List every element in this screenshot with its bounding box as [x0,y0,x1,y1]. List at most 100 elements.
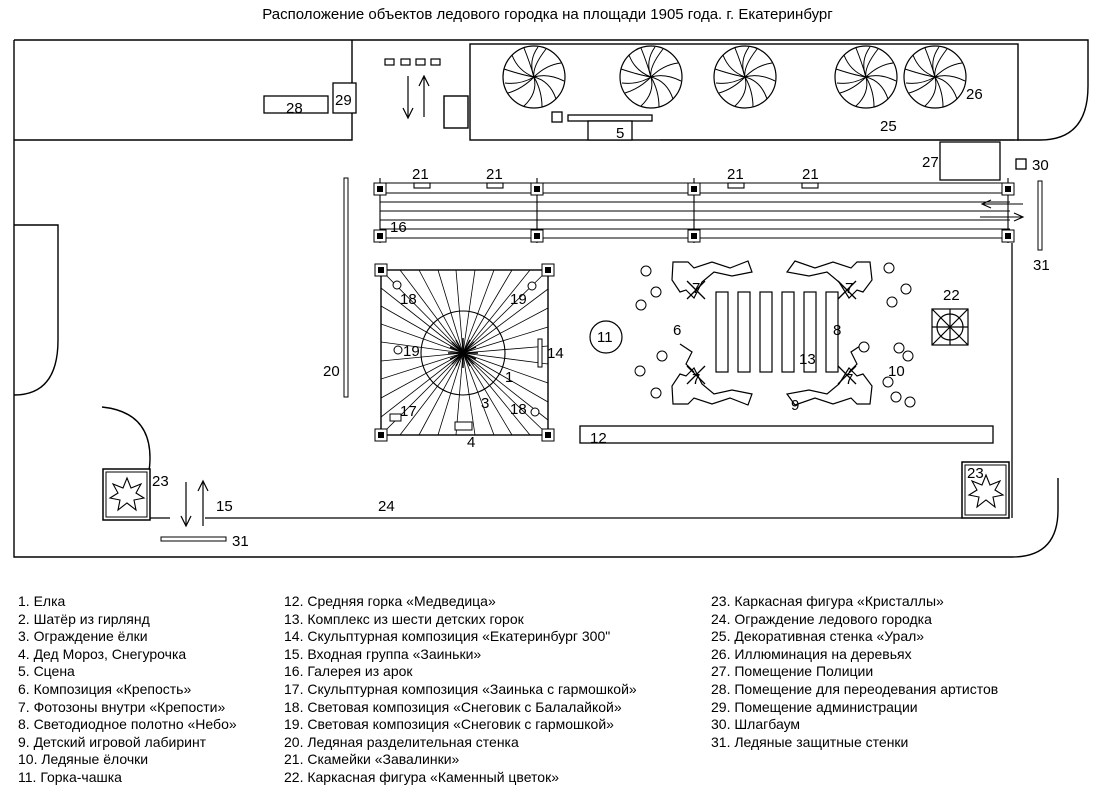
building-27 [939,141,1001,181]
marker-21-a: 21 [412,166,429,183]
fortress-walls [671,260,873,406]
tree-center-star [448,338,478,368]
decorative-wall-ural [443,43,1019,141]
marker-4: 4 [467,434,475,451]
legend-item: 28. Помещение для переодевания артистов [711,680,999,697]
legend-item: 1. Елка [18,593,66,609]
crystals-left [102,468,151,521]
tree-enclosure [380,269,549,436]
marker-11: 11 [597,329,613,346]
marker-31-bottom: 31 [232,533,249,550]
buildings [263,82,1027,181]
marker-7-b: 7 [845,280,853,297]
legend-item: 15. Входная группа «Заиньки» [284,645,482,662]
marker-31-right: 31 [1033,257,1050,274]
marker-21-d: 21 [802,166,819,183]
benches-zavalinki [413,182,819,189]
legend-item: 30. Шлагбаум [711,716,801,733]
marker-23-left: 23 [152,473,169,490]
stone-flower-frame [931,308,969,346]
legend-item: 12. Средняя горка «Медведица» [284,593,496,609]
legend-item: 3. Ограждение ёлки [18,628,148,645]
marker-7-a: 7 [692,280,700,297]
marker-26: 26 [966,86,983,103]
legend-item: 26. Иллюминация на деревьях [711,645,912,662]
bottom-entry-arrows [180,479,209,528]
marker-25: 25 [880,118,897,135]
marker-15: 15 [216,498,233,515]
six-slides [715,291,839,373]
legend-item: 20. Ледяная разделительная стенка [284,733,519,750]
crystals-right [961,461,1010,519]
legend-item: 31. Ледяные защитные стенки [711,733,909,750]
building-29 [332,82,357,114]
marker-21-c: 21 [727,166,744,183]
medium-slide [579,425,994,444]
legend-item: 14. Скульптурная композиция «Екатеринбур… [284,628,611,645]
marker-7-d: 7 [845,371,853,388]
tree-illumination-icons [502,45,967,109]
legend-item: 21. Скамейки «Завалинки» [284,751,460,768]
marker-16: 16 [390,219,407,236]
building-28 [263,95,329,114]
marker-17: 17 [400,403,417,420]
marker-23-right: 23 [967,465,984,482]
marker-12: 12 [590,430,607,447]
marker-29: 29 [335,92,352,109]
marker-30: 30 [1032,157,1049,174]
marker-6: 6 [673,322,681,339]
legend-column-2: 12. Средняя горка «Медведица» 13. Компле… [284,593,637,787]
marker-24: 24 [378,498,395,515]
legend-item: 16. Галерея из арок [284,663,413,680]
tree-small-figures [389,280,543,431]
legend-item: 5. Сцена [18,663,75,680]
legend-item: 18. Световая композиция «Снеговик с Бала… [284,698,622,715]
marker-5: 5 [616,125,624,142]
ice-fir-trees [634,262,916,408]
ice-wall-31-right [1037,180,1043,251]
site-boundary [13,39,1089,558]
marker-19-a: 19 [510,291,527,308]
marker-14: 14 [547,345,564,362]
legend-item: 2. Шатёр из гирлянд [18,610,150,627]
legend-item: 27. Помещение Полиции [711,663,874,680]
legend-item: 10. Ледяные ёлочки [18,751,149,768]
legend-item: 22. Каркасная фигура «Каменный цветок» [284,768,559,785]
legend-item: 17. Скульптурная композиция «Заинька с г… [284,680,637,697]
marker-22: 22 [943,287,960,304]
marker-18-b: 18 [510,401,527,418]
diagram-title: Расположение объектов ледового городка н… [262,6,833,23]
left-building-outline [13,224,151,504]
legend-column-1: 1. Елка 2. Шатёр из гирлянд 3. Ограждени… [18,593,237,787]
legend-item: 24. Ограждение ледового городка [711,610,932,627]
legend-item: 25. Декоративная стенка «Урал» [711,628,925,645]
legend-item: 29. Помещение администрации [711,698,918,715]
legend-item: 8. Светодиодное полотно «Небо» [18,716,237,733]
slide-cup [589,320,623,354]
legend-item: 11. Горка-чашка [18,768,122,785]
marker-19-b: 19 [403,343,420,360]
legend-item: 6. Композиция «Крепость» [18,680,192,697]
marker-9: 9 [791,397,799,414]
marker-13: 13 [799,351,816,368]
stage-outline [551,111,1015,141]
legend-item: 7. Фотозоны внутри «Крепости» [18,698,226,715]
top-entry-barrier [384,58,441,120]
site-plan: 28 29 5 25 26 27 30 31 31 21 21 21 21 16… [13,39,1089,558]
marker-8: 8 [833,322,841,339]
marker-20: 20 [323,363,340,380]
legend-item: 4. Дед Мороз, Снегурочка [18,645,187,662]
marker-21-b: 21 [486,166,503,183]
barrier-30 [1015,158,1027,170]
legend-item: 19. Световая композиция «Снеговик с гарм… [284,716,614,733]
marker-28: 28 [286,100,303,117]
marker-7-c: 7 [692,371,700,388]
marker-27: 27 [922,154,939,171]
legend-item: 23. Каркасная фигура «Кристаллы» [711,593,944,609]
legend-column-3: 23. Каркасная фигура «Кристаллы» 24. Огр… [711,593,998,751]
ice-wall-31-bottom [160,536,227,542]
marker-10: 10 [888,363,905,380]
marker-18-a: 18 [400,291,417,308]
legend-item: 9. Детский игровой лабиринт [18,733,207,750]
fortress-crosses [686,280,857,385]
